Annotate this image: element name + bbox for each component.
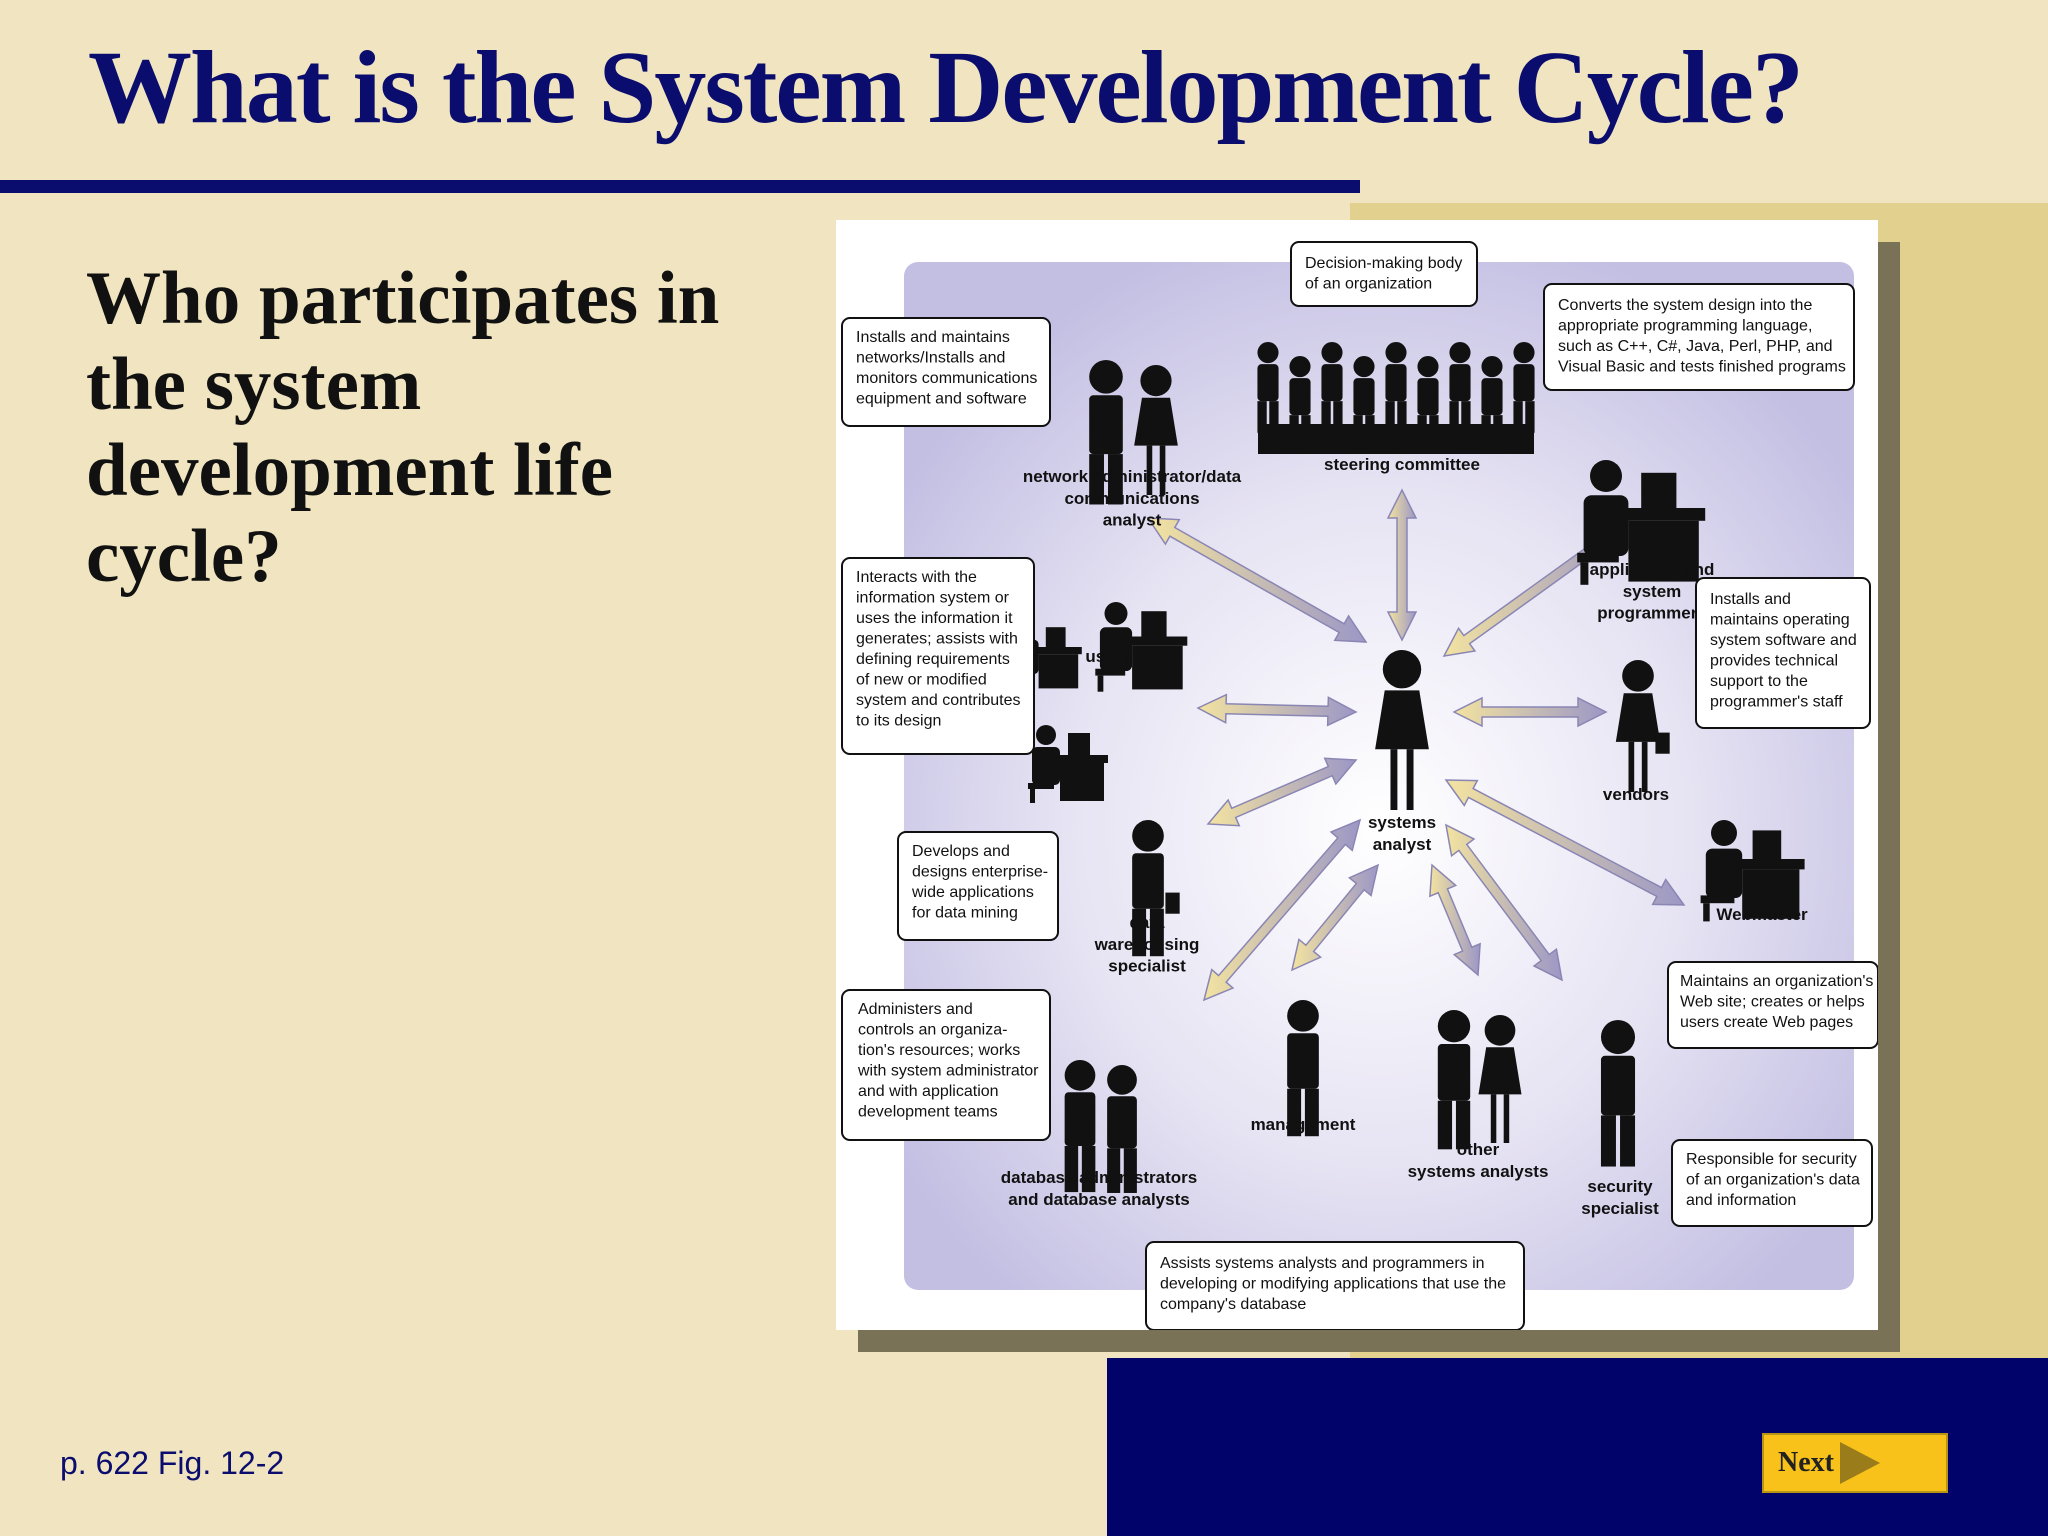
- role-label-steering: steering committee: [1324, 455, 1480, 474]
- group-icon: [1257, 342, 1535, 454]
- two-people-icon: [1089, 360, 1178, 505]
- figure-caption: p. 622 Fig. 12-2: [60, 1445, 285, 1481]
- arrow-othersa: [1429, 863, 1481, 977]
- slide-question: Who participates in the system developme…: [86, 257, 720, 598]
- computer-worker-icon: [1700, 820, 1805, 922]
- role-label-vendors: vendors: [1603, 785, 1669, 804]
- arrow-management: [1290, 863, 1380, 972]
- two-people-talking-icon: [1437, 1010, 1522, 1150]
- title-underline: [0, 180, 1360, 193]
- arrow-steering: [1386, 488, 1418, 642]
- man-standing-icon: [1600, 1020, 1636, 1167]
- two-men-icon: [1064, 1060, 1137, 1193]
- description-box-database-support: Assists systems analysts and programmers…: [1145, 1241, 1525, 1330]
- slide-title: What is the System Development Cycle?: [88, 30, 1804, 145]
- arrow-webmaster: [1444, 779, 1686, 906]
- man-briefcase-icon: [1132, 820, 1180, 957]
- role-label-users: users: [1085, 647, 1130, 666]
- arrow-dba: [1202, 818, 1362, 1002]
- description-text-database-support: Assists systems analysts and programmers…: [1160, 1255, 1506, 1313]
- role-label-management: management: [1251, 1115, 1356, 1134]
- arrow-datawarehouse: [1206, 757, 1358, 827]
- next-arrow-icon: [1839, 1442, 1880, 1484]
- arrow-vendors: [1452, 696, 1608, 728]
- woman-briefcase-icon: [1615, 660, 1670, 792]
- arrow-network: [1146, 517, 1368, 643]
- arrow-users: [1196, 693, 1358, 727]
- role-label-webmaster: Webmaster: [1716, 905, 1808, 924]
- manager-icon: [1287, 1000, 1319, 1137]
- next-button-label: Next: [1778, 1447, 1834, 1478]
- systems-analyst-icon: [1375, 650, 1429, 810]
- next-button[interactable]: Next: [1762, 1433, 1948, 1493]
- arrow-security: [1444, 823, 1564, 982]
- desk-worker-icon: [1577, 460, 1706, 585]
